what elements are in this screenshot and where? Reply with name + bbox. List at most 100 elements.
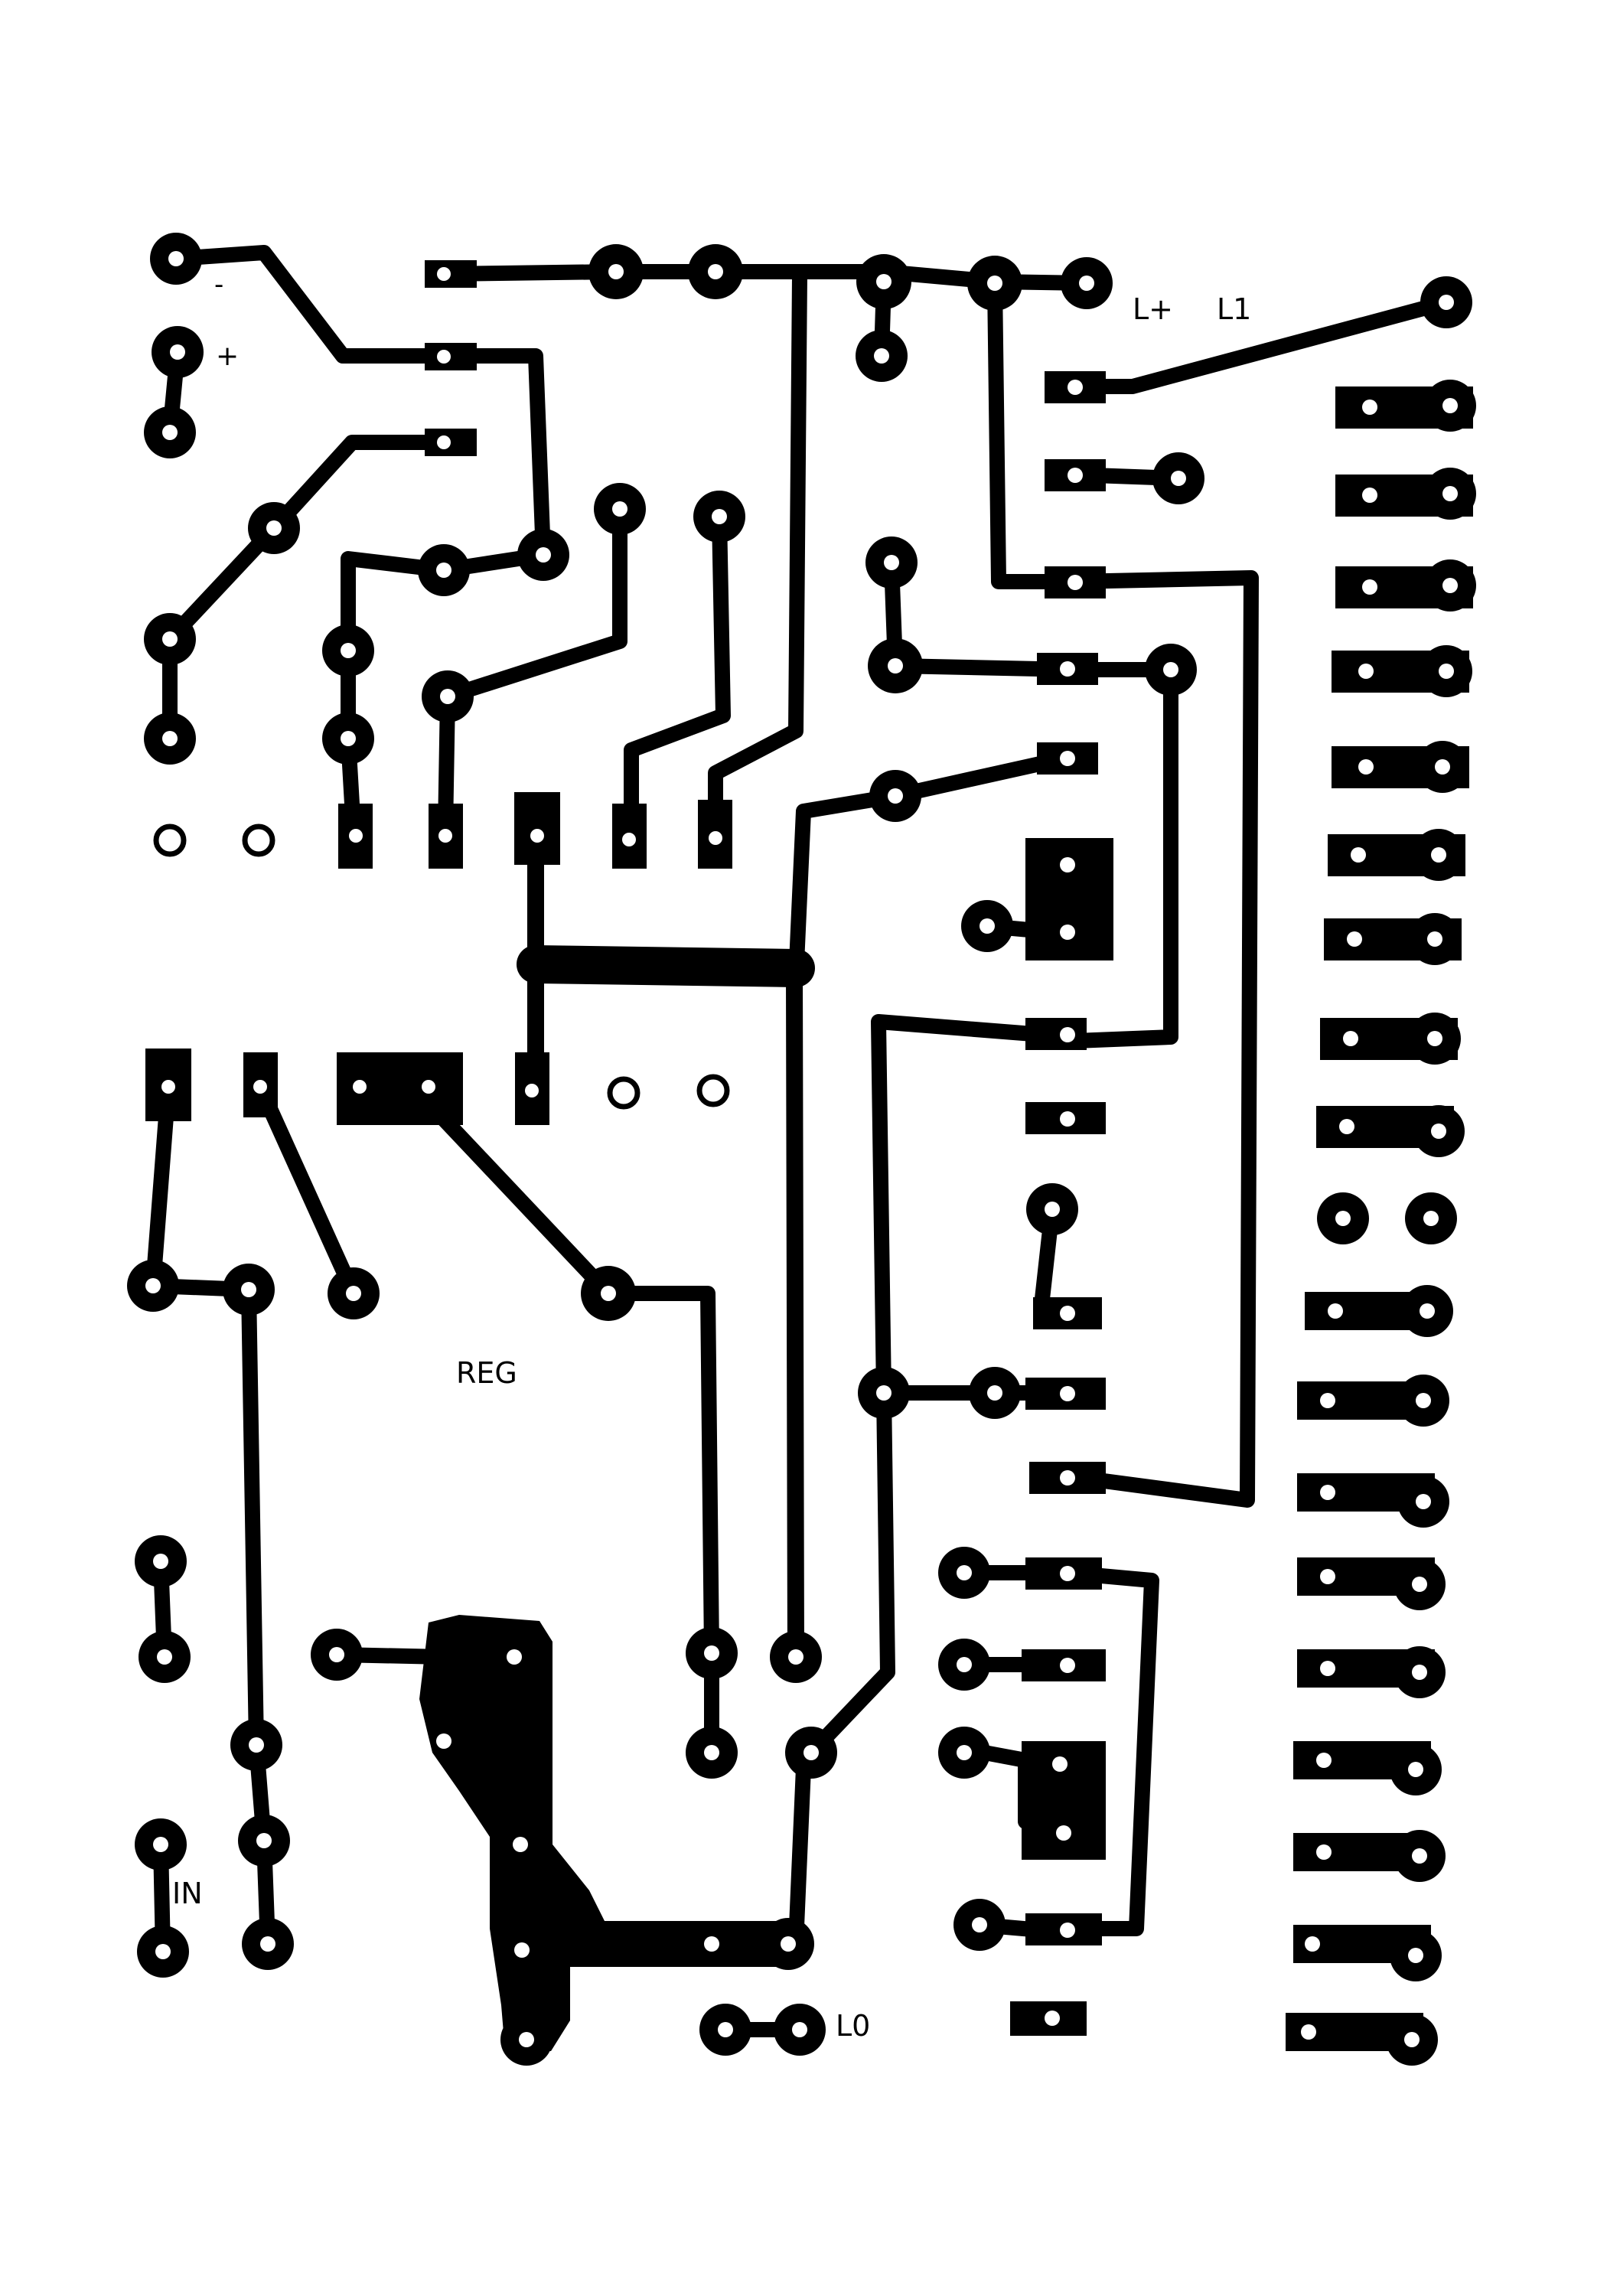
pad-drill (170, 344, 185, 360)
pad-drill (957, 1745, 972, 1760)
pad-drill (712, 509, 727, 524)
right-pad-column (1286, 380, 1476, 2066)
pad-drill (155, 1944, 171, 1959)
pad-drill (260, 1936, 275, 1952)
copper-traces (145, 245, 1454, 2051)
pad-drill (1423, 1211, 1439, 1226)
pad-drill (957, 1565, 972, 1580)
pad-drill (437, 435, 451, 449)
pad-drill (1408, 1948, 1423, 1963)
pad-drill (987, 276, 1002, 291)
pad-drill (162, 631, 178, 647)
pad-drill (437, 267, 451, 281)
pad-drill (1343, 1031, 1358, 1046)
trace (406, 1079, 719, 1760)
trace (884, 555, 1178, 677)
pad-drill (1427, 1031, 1442, 1046)
pad-drill (1301, 2024, 1316, 2040)
pad-drill (353, 1080, 367, 1094)
pad-drill (704, 1936, 719, 1952)
pad-drill (436, 1733, 451, 1749)
pad-drill (1416, 1393, 1431, 1408)
pad-drill (957, 1657, 972, 1672)
pad-drill (536, 547, 551, 563)
pad-drill (530, 829, 544, 843)
pad-drill (1442, 486, 1458, 501)
pad-drill (612, 501, 627, 517)
pad-drill (1439, 295, 1454, 310)
pad-drill (1060, 1923, 1075, 1938)
trace (987, 276, 1079, 589)
pad-drill (1060, 661, 1075, 677)
trace (438, 501, 627, 838)
pad-drill (1045, 1202, 1060, 1217)
pad-drill (1427, 931, 1442, 947)
pad-drill (249, 1737, 264, 1753)
pad-drill (162, 425, 178, 440)
pad-drill (1328, 1303, 1343, 1319)
trace (786, 964, 804, 1665)
pad-drill (266, 520, 282, 536)
pad-drill (1068, 468, 1083, 483)
pad-drill (980, 918, 995, 934)
pad-drill (1060, 1306, 1075, 1321)
pad-drill (884, 555, 899, 570)
pad-drill (1358, 759, 1374, 775)
trace (1068, 295, 1454, 394)
pad-drill (608, 264, 624, 279)
trace (708, 268, 807, 838)
trace (788, 750, 1075, 987)
pad-drill (1060, 751, 1075, 766)
pad-drill (1320, 1485, 1335, 1500)
pad-drill (1068, 575, 1083, 590)
hole (607, 1076, 641, 1110)
pad-drill (792, 2022, 807, 2037)
pad-drill (1060, 857, 1075, 872)
pad-drill (1171, 471, 1186, 486)
pad-drill (436, 563, 451, 578)
trace (241, 1282, 275, 1952)
pad-drill (704, 1745, 719, 1760)
hole (696, 1074, 730, 1107)
reg-label: REG (456, 1356, 517, 1390)
pad-drill (437, 350, 451, 364)
pad-drill (1163, 662, 1178, 677)
pad-drill (622, 833, 636, 846)
pad-drill (1439, 664, 1454, 679)
pad-drill (972, 1917, 987, 1932)
pad-drill (1442, 398, 1458, 413)
pad-drill (601, 1286, 616, 1301)
trace (624, 509, 731, 838)
trace (168, 245, 450, 364)
pad-drill (440, 689, 455, 704)
pad-drill (1362, 579, 1377, 595)
pad-drill (1335, 1211, 1351, 1226)
pad-drill (507, 1649, 522, 1665)
pad-drill (153, 1837, 168, 1852)
trace (517, 945, 815, 987)
pad-drill (1431, 1124, 1446, 1139)
pad-drill (438, 829, 452, 843)
pad-drill (1305, 1936, 1320, 1952)
hole (153, 823, 187, 857)
trace (1064, 570, 1259, 1508)
pad-drill (1060, 1470, 1075, 1486)
pad-drill (1320, 1393, 1335, 1408)
pad-drill (1347, 931, 1362, 947)
pad (1025, 1018, 1087, 1050)
trace (1060, 1565, 1159, 1936)
pad-drill (1404, 2032, 1420, 2047)
trace (450, 348, 551, 563)
pad-drill (341, 643, 356, 658)
pad-drill (422, 1080, 435, 1094)
pad-drill (718, 2022, 733, 2037)
pad-drill (1351, 847, 1366, 863)
pad-drill (1316, 1753, 1332, 1768)
pad-drill (161, 1080, 175, 1094)
pad-drill (1060, 1111, 1075, 1127)
pad-drill (1431, 847, 1446, 863)
pad-drill (704, 1645, 719, 1661)
pad-drill (1435, 759, 1450, 775)
pad-drill (874, 348, 889, 364)
